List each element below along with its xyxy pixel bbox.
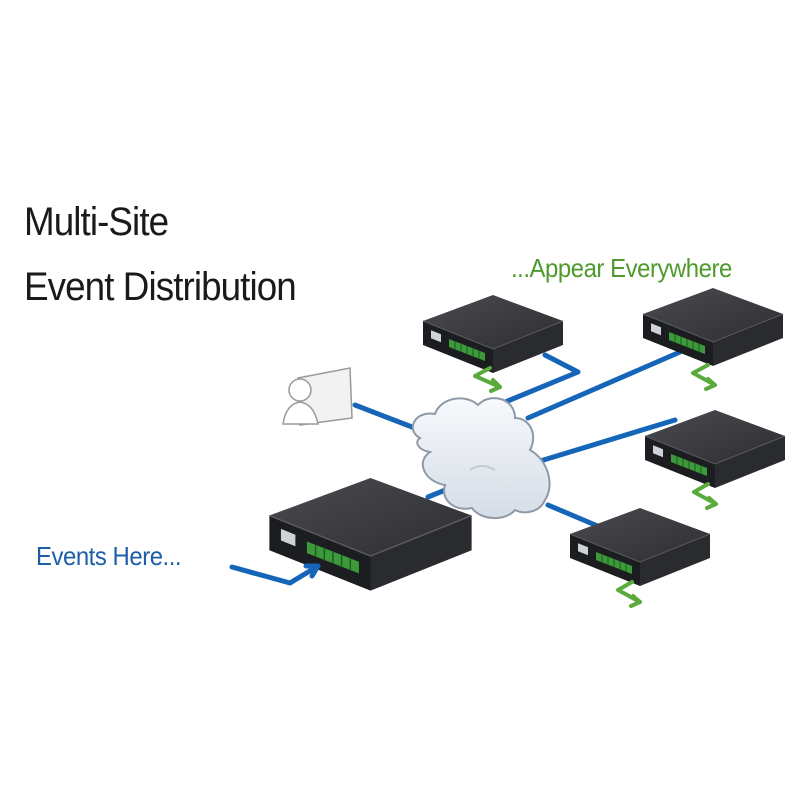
link-device-4 [545, 502, 603, 530]
signal-arrow-icon [691, 363, 717, 391]
signal-arrow-icon [692, 482, 718, 510]
output-caption: ...Appear Everywhere [511, 253, 732, 283]
network-cloud-icon [411, 397, 551, 519]
input-arrow [229, 563, 321, 586]
network-links [352, 349, 683, 530]
title-line-2: Event Distribution [24, 265, 297, 309]
remote-device-4 [569, 507, 711, 587]
user-terminal-icon [282, 367, 353, 426]
link-device-1 [495, 352, 581, 408]
remote-device-2 [642, 287, 784, 367]
output-arrows [473, 363, 718, 608]
main-device [268, 477, 473, 592]
signal-arrow-icon [616, 580, 642, 608]
link-device-3 [534, 417, 678, 465]
input-caption: Events Here... [36, 541, 182, 571]
title-line-1: Multi-Site [24, 200, 169, 244]
link-device-2 [525, 349, 683, 421]
signal-arrow-icon [473, 366, 502, 393]
remote-device-1 [422, 294, 564, 374]
